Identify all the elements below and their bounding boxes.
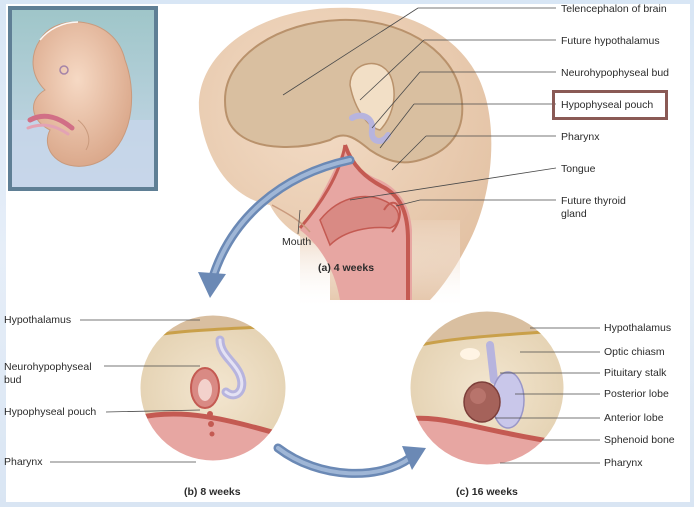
caption-c: (c) 16 weeks <box>456 486 518 498</box>
label-hypophyseal-pouch: Hypophyseal pouch <box>561 99 654 111</box>
caption-b: (b) 8 weeks <box>184 486 241 498</box>
label-pituitary-stalk: Pituitary stalk <box>604 367 667 379</box>
leader-lines <box>50 7 600 464</box>
label-anterior-lobe: Anterior lobe <box>604 412 664 424</box>
label-mouth: Mouth <box>282 236 312 248</box>
arrow-b-to-c <box>273 443 426 478</box>
highlight-box <box>552 90 668 120</box>
label-pharynx-c: Pharynx <box>604 457 643 469</box>
label-neurohypophyseal-b-line2: bud <box>4 374 22 386</box>
caption-a: (a) 4 weeks <box>318 262 375 274</box>
label-hypothalamus-b: Hypothalamus <box>4 314 72 326</box>
label-future-thyroid: Future thyroid <box>561 195 626 207</box>
arrow-a-to-b <box>198 155 355 298</box>
embryo-thumbnail <box>8 6 158 191</box>
label-sphenoid-bone: Sphenoid bone <box>604 434 675 446</box>
label-neurohypophyseal-b: Neurohypophyseal <box>4 361 92 373</box>
label-telencephalon: Telencephalon of brain <box>561 3 667 15</box>
detail-16-weeks <box>407 308 567 468</box>
label-neurohypophyseal-bud: Neurohypophyseal bud <box>561 67 669 79</box>
label-tongue: Tongue <box>561 163 596 175</box>
label-pharynx-b: Pharynx <box>4 456 43 468</box>
label-posterior-lobe: Posterior lobe <box>604 388 669 400</box>
label-future-hypothalamus: Future hypothalamus <box>561 35 660 47</box>
label-optic-chiasm: Optic chiasm <box>604 346 665 358</box>
label-pharynx-a: Pharynx <box>561 131 600 143</box>
label-hypothalamus-c: Hypothalamus <box>604 322 672 334</box>
label-future-thyroid-line2: gland <box>561 208 587 220</box>
sagittal-head-section <box>198 7 492 310</box>
label-hypophyseal-pouch-b: Hypophyseal pouch <box>4 406 97 418</box>
